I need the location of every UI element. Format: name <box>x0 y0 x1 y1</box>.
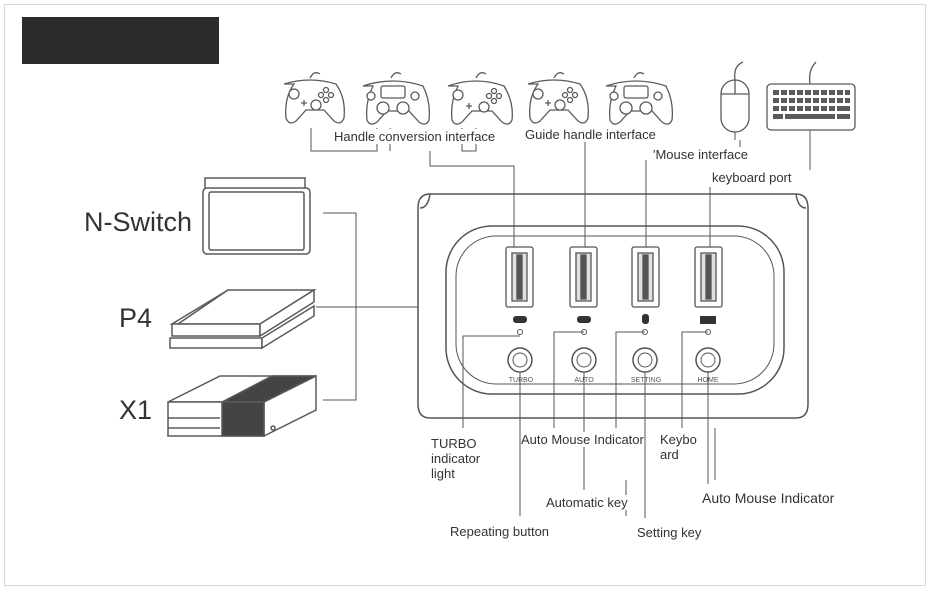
mouse-icon <box>642 314 649 324</box>
adapter-body <box>417 193 809 419</box>
repeating-button-label: Repeating button <box>450 524 550 539</box>
switch-pro-controller-icon <box>447 72 513 125</box>
auto-mouse-indicator-label-1: Auto Mouse Indicator <box>521 432 644 447</box>
home-button[interactable] <box>695 347 721 373</box>
keyboard-label: Keybo ard <box>660 432 698 462</box>
keyboard-port-label: keyboard port <box>712 170 792 185</box>
usb-port-2[interactable] <box>569 246 598 308</box>
console-label-p4: P4 <box>119 303 153 333</box>
image-frame <box>4 4 926 586</box>
usb-port-1[interactable] <box>505 246 534 308</box>
usb-port-3[interactable] <box>631 246 660 308</box>
turbo-button-label: TURBO <box>509 377 534 384</box>
setting-button-label: SETTING <box>631 377 661 384</box>
ps4-controller-icon <box>362 72 431 125</box>
guide-handle-label: Guide handle interface <box>525 127 656 142</box>
gamepad-icon <box>577 316 591 323</box>
console-connector-lines <box>316 212 422 401</box>
bottom-leader-lines <box>462 331 716 518</box>
turbo-button[interactable] <box>507 347 533 373</box>
auto-mouse-indicator-label-2: Auto Mouse Indicator <box>702 490 835 506</box>
gamepad-icon <box>513 316 527 323</box>
title-bar <box>22 17 219 64</box>
turbo-indicator-label: TURBO indicator light <box>431 436 491 481</box>
auto-button[interactable] <box>571 347 597 373</box>
setting-key-label: Setting key <box>637 525 702 540</box>
xbox-controller-icon <box>527 72 589 124</box>
mouse-icon <box>720 61 750 133</box>
xbox-controller-icon <box>283 72 345 124</box>
handle-conversion-label: Handle conversion interface <box>334 129 496 144</box>
nintendo-switch-dock-icon <box>202 177 311 255</box>
xbox-one-console-icon <box>167 374 317 438</box>
keyboard-icon <box>766 61 856 131</box>
mouse-interface-label: 'Mouse interface <box>653 147 748 162</box>
automatic-key-label: Automatic key <box>546 495 628 510</box>
keyboard-icon <box>700 316 716 324</box>
setting-button[interactable] <box>632 347 658 373</box>
console-label-x1: X1 <box>119 395 153 425</box>
console-label-switch: N-Switch <box>84 207 193 237</box>
usb-port-4[interactable] <box>694 246 723 308</box>
ps4-controller-icon <box>605 72 674 125</box>
ps4-console-icon <box>169 288 317 350</box>
